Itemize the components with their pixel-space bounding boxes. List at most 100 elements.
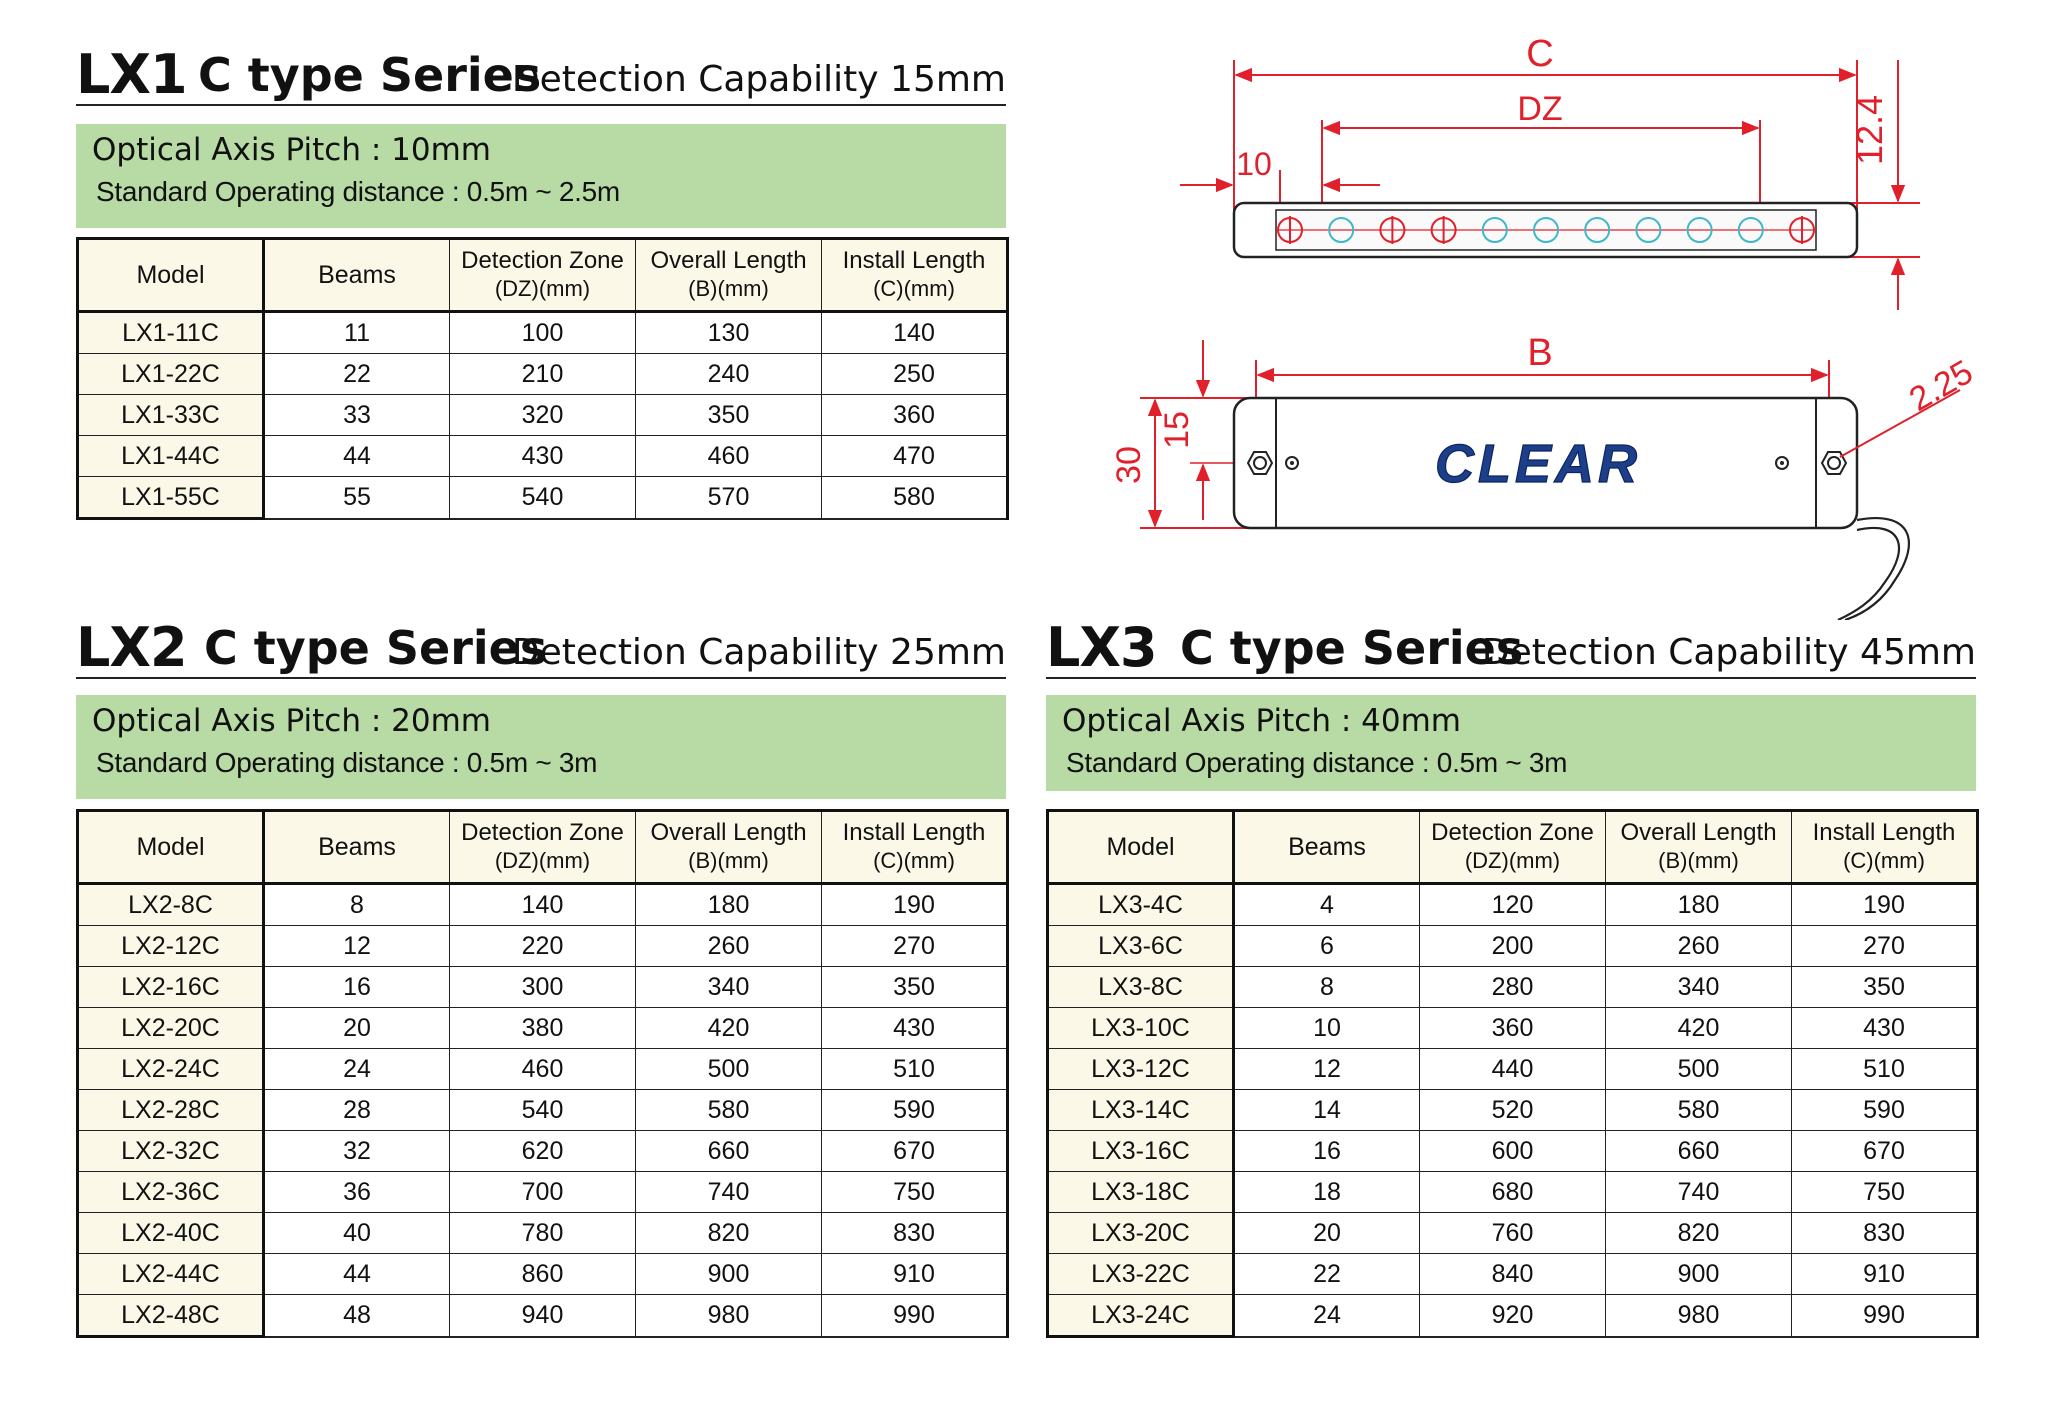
cell-dz: 300 <box>449 966 636 1008</box>
cell-model: LX2-44C <box>76 1253 265 1295</box>
cell-model: LX2-16C <box>76 966 265 1008</box>
cell-dz: 840 <box>1419 1253 1606 1295</box>
lx3-spec-table: Model Beams Detection Zone(DZ)(mm) Overa… <box>1046 809 1979 1338</box>
cell-dz: 860 <box>449 1253 636 1295</box>
col-dz-unit: (DZ)(mm) <box>494 848 591 873</box>
col-install-unit: (C)(mm) <box>873 276 955 301</box>
beam-emitter-icon <box>1533 217 1559 243</box>
cell-dz: 210 <box>449 353 636 395</box>
beam-emitter-icon <box>1584 217 1611 243</box>
dim-12-4-label: 12.4 <box>1849 95 1890 165</box>
cell-model: LX2-20C <box>76 1007 265 1049</box>
cell-dz: 120 <box>1419 883 1606 926</box>
col-overall-label: Overall Length <box>650 247 807 274</box>
cell-install: 270 <box>821 925 1009 967</box>
col-install-label: Install Length <box>1812 819 1956 846</box>
cell-dz: 520 <box>1419 1089 1606 1131</box>
lx1-distance: Standard Operating distance : 0.5m ~ 2.5… <box>96 176 620 207</box>
screw-right-center <box>1780 461 1784 465</box>
cell-overall: 740 <box>635 1171 822 1213</box>
lx1-spec-table: Model Beams Detection Zone(DZ)(mm) Overa… <box>76 237 1009 520</box>
cell-install: 910 <box>821 1253 1009 1295</box>
cell-dz: 680 <box>1419 1171 1606 1213</box>
cell-beams: 12 <box>1233 1048 1420 1090</box>
cell-beams: 44 <box>263 435 450 477</box>
cell-dz: 100 <box>449 311 636 354</box>
dim-2-25-label: 2.25 <box>1903 353 1979 419</box>
cell-overall: 900 <box>635 1253 822 1295</box>
col-overall-unit: (B)(mm) <box>688 848 769 873</box>
cell-beams: 24 <box>263 1048 450 1090</box>
cell-beams: 55 <box>263 476 450 520</box>
beam-emitters <box>1277 216 1815 244</box>
cell-beams: 24 <box>1233 1294 1420 1338</box>
cell-install: 350 <box>821 966 1009 1008</box>
col-dz-label: Detection Zone <box>1431 819 1594 846</box>
cell-overall: 180 <box>1605 883 1792 926</box>
col-dz-unit: (DZ)(mm) <box>1464 848 1561 873</box>
cell-beams: 12 <box>263 925 450 967</box>
col-model: Model <box>76 237 265 313</box>
lx3-distance: Standard Operating distance : 0.5m ~ 3m <box>1066 747 1568 778</box>
cell-overall: 660 <box>635 1130 822 1172</box>
cell-dz: 320 <box>449 394 636 436</box>
cell-beams: 10 <box>1233 1007 1420 1049</box>
cell-overall: 820 <box>1605 1212 1792 1254</box>
cable-outer <box>1837 527 1901 620</box>
cell-overall: 580 <box>1605 1089 1792 1131</box>
lx1-series-title: C type Series <box>198 48 542 102</box>
cell-install: 990 <box>821 1294 1009 1338</box>
cell-install: 270 <box>1791 925 1979 967</box>
cell-beams: 18 <box>1233 1171 1420 1213</box>
mount-hole-left-icon <box>1253 456 1267 470</box>
lx3-section: LX3 C type Series Detection Capability 4… <box>1046 613 1976 791</box>
dimension-diagram: C DZ 10 12.4 B 30 15 <box>1110 33 1979 620</box>
col-model: Model <box>76 809 265 885</box>
cell-install: 350 <box>1791 966 1979 1008</box>
lx3-pitch: Optical Axis Pitch : 40mm <box>1062 703 1461 739</box>
cell-model: LX1-44C <box>76 435 265 477</box>
cell-install: 590 <box>821 1089 1009 1131</box>
cell-overall: 180 <box>635 883 822 926</box>
cell-install: 750 <box>821 1171 1009 1213</box>
cell-model: LX2-12C <box>76 925 265 967</box>
cell-overall: 980 <box>635 1294 822 1338</box>
cell-dz: 540 <box>449 1089 636 1131</box>
col-dz: Detection Zone(DZ)(mm) <box>449 809 636 885</box>
cell-model: LX3-8C <box>1046 966 1235 1008</box>
cell-install: 910 <box>1791 1253 1979 1295</box>
col-overall-label: Overall Length <box>1620 819 1777 846</box>
cell-install: 750 <box>1791 1171 1979 1213</box>
cell-model: LX3-24C <box>1046 1294 1235 1338</box>
cell-beams: 8 <box>263 883 450 926</box>
cell-beams: 28 <box>263 1089 450 1131</box>
col-install: Install Length(C)(mm) <box>821 809 1009 885</box>
cell-install: 430 <box>821 1007 1009 1049</box>
cell-model: LX3-6C <box>1046 925 1235 967</box>
lx2-pitch: Optical Axis Pitch : 20mm <box>92 703 491 739</box>
cell-overall: 980 <box>1605 1294 1792 1338</box>
cell-beams: 4 <box>1233 883 1420 926</box>
cell-dz: 460 <box>449 1048 636 1090</box>
col-dz: Detection Zone(DZ)(mm) <box>449 237 636 313</box>
cell-overall: 500 <box>635 1048 822 1090</box>
col-dz-label: Detection Zone <box>461 819 624 846</box>
cell-beams: 8 <box>1233 966 1420 1008</box>
cell-dz: 760 <box>1419 1212 1606 1254</box>
cell-model: LX2-36C <box>76 1171 265 1213</box>
cell-beams: 20 <box>263 1007 450 1049</box>
lx2-section: LX2 C type Series Detection Capability 2… <box>76 613 1006 799</box>
